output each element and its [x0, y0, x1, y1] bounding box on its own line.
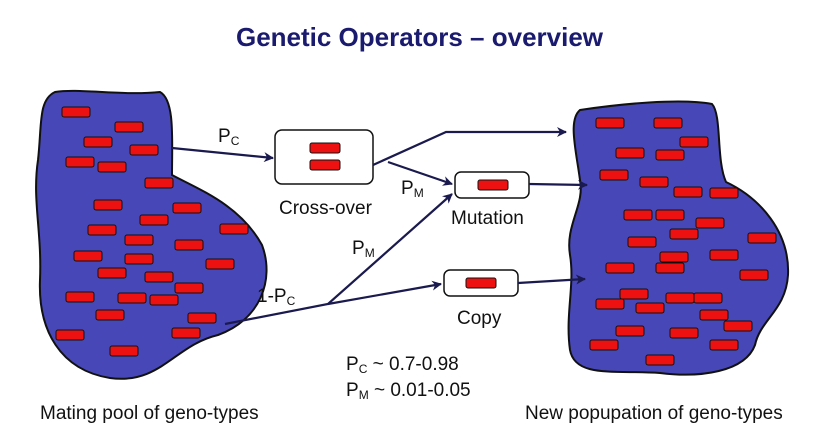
new-population-caption: New popupation of geno-types	[525, 403, 783, 424]
crossover-label: Cross-over	[279, 198, 372, 219]
mating-pool-caption: Mating pool of geno-types	[40, 403, 259, 424]
pm-upper-label: PM	[401, 178, 424, 200]
flow-arrows	[171, 127, 588, 326]
page-title: Genetic Operators – overview	[235, 22, 604, 52]
mutation-label: Mutation	[451, 208, 524, 229]
mating-pool-genes	[55, 106, 249, 357]
copy-box	[443, 269, 519, 297]
copy-label: Copy	[457, 308, 502, 329]
one-minus-pc-label: 1-PC	[257, 286, 296, 308]
pc-range: PC ~ 0.7-0.98	[346, 354, 459, 376]
pm-range: PM ~ 0.01-0.05	[346, 380, 471, 402]
new-population-genes	[589, 117, 777, 366]
mutation-box	[454, 171, 530, 199]
pm-lower-label: PM	[352, 238, 375, 260]
crossover-box	[274, 129, 374, 185]
pc-label: PC	[218, 126, 240, 148]
